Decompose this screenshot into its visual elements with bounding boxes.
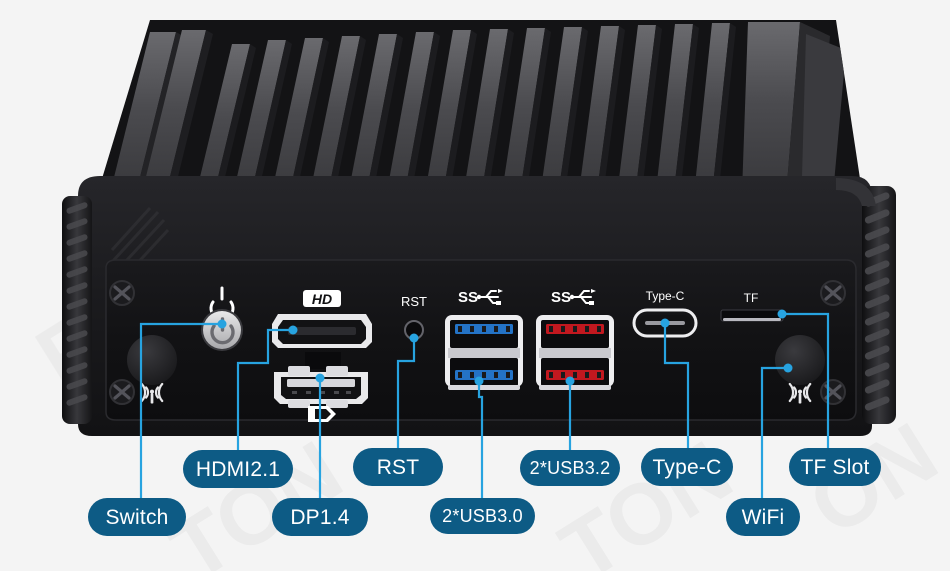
tf-label: TF bbox=[744, 291, 759, 305]
callout-switch[interactable]: Switch bbox=[88, 498, 186, 536]
svg-text:TON: TON bbox=[545, 423, 749, 571]
leader-lines bbox=[139, 312, 830, 500]
svg-text:HD: HD bbox=[312, 291, 332, 307]
dot-typec bbox=[660, 318, 670, 328]
dot-hdmi bbox=[288, 325, 298, 335]
antenna-cap-left bbox=[127, 335, 177, 404]
dot-tfslot bbox=[777, 309, 787, 319]
hdmi-port[interactable] bbox=[272, 314, 372, 348]
hdmi-logo-icon: HD bbox=[303, 290, 341, 307]
svg-text:SS: SS bbox=[458, 289, 478, 306]
dot-switch bbox=[217, 319, 227, 329]
dot-wifi bbox=[783, 363, 793, 373]
leader-usb30 bbox=[477, 379, 484, 500]
antenna-cap-right bbox=[775, 335, 825, 404]
tf-card-slot[interactable]: TF bbox=[720, 291, 784, 322]
left-rib-texture bbox=[62, 196, 92, 424]
leader-tfslot bbox=[780, 312, 830, 450]
leader-switch bbox=[139, 322, 224, 500]
leader-typec bbox=[663, 321, 690, 450]
io-panel: HD bbox=[105, 259, 857, 422]
type-c-label: Type-C bbox=[646, 289, 685, 303]
callout-wifi-label: WiFi bbox=[741, 505, 785, 529]
panel-screws bbox=[109, 280, 846, 405]
callout-typec[interactable]: Type-C bbox=[641, 448, 733, 486]
ss-usb-logo-left-icon: SS bbox=[458, 289, 503, 306]
port-divider bbox=[305, 352, 341, 369]
dot-dp bbox=[315, 373, 325, 383]
wifi-icon-right bbox=[788, 382, 812, 404]
screw-bottom-right bbox=[820, 379, 846, 405]
callout-usb30-label: 2*USB3.0 bbox=[442, 506, 523, 526]
svg-text:TON: TON bbox=[155, 423, 359, 571]
callout-switch-label: Switch bbox=[105, 505, 169, 529]
callout-hdmi[interactable]: HDMI2.1 bbox=[183, 450, 293, 488]
callout-rst[interactable]: RST bbox=[353, 448, 443, 486]
dot-usb30 bbox=[474, 376, 484, 386]
callout-typec-label: Type-C bbox=[652, 455, 722, 479]
callout-dp[interactable]: DP1.4 bbox=[272, 498, 368, 536]
callout-usb32-label: 2*USB3.2 bbox=[529, 458, 611, 478]
leader-dots bbox=[217, 309, 793, 386]
callout-rst-label: RST bbox=[376, 455, 420, 479]
callout-wifi[interactable]: WiFi bbox=[726, 498, 800, 536]
dot-rst bbox=[409, 333, 419, 343]
svg-text:SS: SS bbox=[551, 289, 571, 306]
usb30-port-stack[interactable]: SS bbox=[445, 289, 523, 390]
reset-button[interactable]: RST bbox=[401, 294, 427, 340]
heatsink-fins bbox=[96, 22, 846, 258]
screw-bottom-left bbox=[109, 379, 135, 405]
rst-label: RST bbox=[401, 294, 427, 309]
usb32-port-stack[interactable]: SS bbox=[536, 289, 614, 390]
right-rib-texture bbox=[836, 178, 896, 424]
callout-hdmi-label: HDMI2.1 bbox=[195, 457, 281, 481]
wifi-icon-left bbox=[140, 382, 164, 404]
callout-dp-label: DP1.4 bbox=[290, 505, 350, 529]
leader-rst bbox=[396, 336, 416, 450]
ss-usb-logo-right-icon: SS bbox=[551, 289, 596, 306]
callout-tfslot-label: TF Slot bbox=[800, 455, 870, 479]
callout-usb32[interactable]: 2*USB3.2 bbox=[520, 450, 620, 486]
leader-wifi bbox=[760, 366, 790, 500]
callout-tfslot[interactable]: TF Slot bbox=[789, 448, 881, 486]
dot-usb32 bbox=[565, 376, 575, 386]
screw-top-left bbox=[109, 280, 135, 306]
leader-hdmi bbox=[236, 328, 295, 452]
displayport-logo-icon bbox=[308, 406, 336, 422]
screw-top-right bbox=[820, 280, 846, 306]
callout-usb30[interactable]: 2*USB3.0 bbox=[430, 498, 535, 534]
